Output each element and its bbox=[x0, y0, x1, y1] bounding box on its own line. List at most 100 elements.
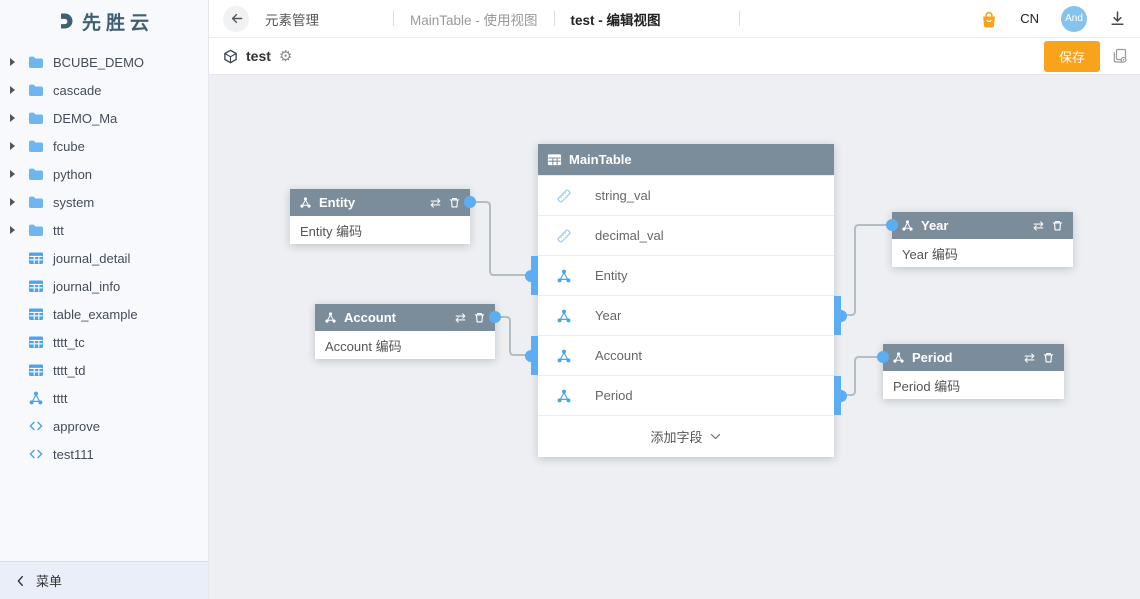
field-row-period[interactable]: Period bbox=[538, 375, 847, 415]
node-period-header[interactable]: Period ⇄ bbox=[877, 344, 1064, 371]
node-title: MainTable bbox=[569, 152, 632, 167]
sidebar: 先胜云 BCUBE_DEMO cascade DEMO_Ma fcube bbox=[0, 0, 209, 599]
node-maintable[interactable]: MainTable string_val decimal_val Entity bbox=[525, 144, 847, 457]
delete-node-icon[interactable] bbox=[448, 196, 461, 209]
expand-caret-icon[interactable] bbox=[10, 226, 28, 234]
table-icon bbox=[28, 278, 45, 295]
node-entity[interactable]: Entity ⇄ Entity 编码 bbox=[290, 189, 476, 244]
swap-relation-icon[interactable]: ⇄ bbox=[1024, 350, 1035, 365]
add-field-button[interactable]: 添加字段 bbox=[538, 415, 834, 457]
tree-script-test111[interactable]: test111 bbox=[0, 440, 208, 468]
expand-caret-icon[interactable] bbox=[10, 170, 28, 178]
edge-maintable-year[interactable] bbox=[843, 224, 892, 316]
swap-relation-icon[interactable]: ⇄ bbox=[455, 310, 466, 325]
expand-caret-icon[interactable] bbox=[10, 198, 28, 206]
logo-icon bbox=[60, 13, 73, 29]
connection-port-dot[interactable] bbox=[877, 351, 889, 363]
folder-icon bbox=[28, 222, 45, 239]
language-switch[interactable]: CN bbox=[1020, 11, 1039, 26]
node-period[interactable]: Period ⇄ Period 编码 bbox=[877, 344, 1064, 399]
tree-table-tttt-tc[interactable]: tttt_tc bbox=[0, 328, 208, 356]
tree-table-journal-detail[interactable]: journal_detail bbox=[0, 244, 208, 272]
tree-folder-bcube-demo[interactable]: BCUBE_DEMO bbox=[0, 48, 208, 76]
divider bbox=[393, 11, 394, 26]
tree-folder-cascade[interactable]: cascade bbox=[0, 76, 208, 104]
edge-maintable-period[interactable] bbox=[843, 356, 883, 396]
user-avatar[interactable]: And bbox=[1061, 5, 1087, 32]
tree-table-journal-info[interactable]: journal_info bbox=[0, 272, 208, 300]
field-year-code[interactable]: Year 编码 bbox=[892, 239, 1073, 267]
dimension-icon bbox=[299, 196, 312, 209]
port-dot[interactable] bbox=[525, 269, 537, 282]
divider bbox=[553, 11, 555, 26]
logo-text: 先胜云 bbox=[81, 12, 154, 34]
field-row-year[interactable]: Year bbox=[538, 295, 847, 335]
tree-folder-fcube[interactable]: fcube bbox=[0, 132, 208, 160]
app-logo: 先胜云 bbox=[0, 0, 208, 42]
port-dot[interactable] bbox=[835, 309, 847, 322]
delete-node-icon[interactable] bbox=[473, 311, 486, 324]
tree-table-table-example[interactable]: table_example bbox=[0, 300, 208, 328]
table-icon bbox=[547, 153, 562, 166]
connection-port-dot[interactable] bbox=[489, 311, 501, 323]
settings-gear-icon[interactable]: ⚙ bbox=[278, 47, 293, 65]
download-icon[interactable] bbox=[1109, 10, 1126, 27]
dimension-icon bbox=[324, 311, 337, 324]
node-entity-header[interactable]: Entity ⇄ bbox=[290, 189, 476, 216]
node-account[interactable]: Account ⇄ Account 编码 bbox=[315, 304, 501, 359]
connection-port-dot[interactable] bbox=[886, 219, 898, 231]
back-button[interactable] bbox=[223, 5, 249, 32]
field-row-string-val[interactable]: string_val bbox=[538, 175, 834, 215]
field-row-decimal-val[interactable]: decimal_val bbox=[538, 215, 834, 255]
tree-dimension-tttt[interactable]: tttt bbox=[0, 384, 208, 412]
save-button[interactable]: 保存 bbox=[1043, 40, 1100, 72]
port-dot[interactable] bbox=[525, 349, 537, 362]
field-row-entity[interactable]: Entity bbox=[525, 255, 834, 295]
tab-test-edit-view[interactable]: test - 编辑视图 bbox=[570, 12, 661, 28]
dimension-icon bbox=[556, 388, 573, 404]
field-account-code[interactable]: Account 编码 bbox=[315, 331, 495, 359]
tree-folder-python[interactable]: python bbox=[0, 160, 208, 188]
divider bbox=[738, 11, 740, 26]
expand-caret-icon[interactable] bbox=[10, 86, 28, 94]
folder-icon bbox=[28, 194, 45, 211]
code-icon bbox=[28, 418, 45, 435]
delete-node-icon[interactable] bbox=[1051, 219, 1064, 232]
field-row-account[interactable]: Account bbox=[525, 335, 834, 375]
dimension-icon bbox=[901, 219, 914, 232]
top-navigation: 元素管理 MainTable - 使用视图 test - 编辑视图 CN And bbox=[209, 0, 1140, 38]
measure-icon bbox=[556, 188, 573, 204]
delete-node-icon[interactable] bbox=[1042, 351, 1055, 364]
tree-folder-ttt[interactable]: ttt bbox=[0, 216, 208, 244]
diagram-canvas[interactable]: MainTable string_val decimal_val Entity bbox=[209, 75, 1140, 599]
folder-icon bbox=[28, 110, 45, 127]
node-year[interactable]: Year ⇄ Year 编码 bbox=[886, 212, 1073, 267]
swap-relation-icon[interactable]: ⇄ bbox=[1033, 218, 1044, 233]
main-area: 元素管理 MainTable - 使用视图 test - 编辑视图 CN And… bbox=[209, 0, 1140, 599]
table-icon bbox=[28, 250, 45, 267]
tree-table-tttt-td[interactable]: tttt_td bbox=[0, 356, 208, 384]
tab-maintable-usage-view[interactable]: MainTable - 使用视图 bbox=[410, 12, 538, 28]
tree-folder-system[interactable]: system bbox=[0, 188, 208, 216]
collapse-menu-button[interactable]: 菜单 bbox=[0, 561, 208, 599]
edge-entity-maintable[interactable] bbox=[470, 201, 527, 276]
port-dot[interactable] bbox=[835, 389, 847, 402]
field-period-code[interactable]: Period 编码 bbox=[883, 371, 1064, 399]
save-as-icon[interactable] bbox=[1112, 48, 1128, 64]
market-bag-icon[interactable] bbox=[980, 10, 998, 28]
node-maintable-header[interactable]: MainTable bbox=[538, 144, 834, 175]
connection-port-dot[interactable] bbox=[464, 196, 476, 208]
editor-toolbar: test ⚙ 保存 bbox=[209, 38, 1140, 75]
expand-caret-icon[interactable] bbox=[10, 114, 28, 122]
tree-folder-demo-ma[interactable]: DEMO_Ma bbox=[0, 104, 208, 132]
swap-relation-icon[interactable]: ⇄ bbox=[430, 195, 441, 210]
expand-caret-icon[interactable] bbox=[10, 142, 28, 150]
tree-script-approve[interactable]: approve bbox=[0, 412, 208, 440]
edge-account-maintable[interactable] bbox=[495, 316, 527, 356]
node-account-header[interactable]: Account ⇄ bbox=[315, 304, 501, 331]
node-year-header[interactable]: Year ⇄ bbox=[886, 212, 1073, 239]
view-name: test bbox=[246, 48, 271, 64]
field-entity-code[interactable]: Entity 编码 bbox=[290, 216, 470, 244]
expand-caret-icon[interactable] bbox=[10, 58, 28, 66]
